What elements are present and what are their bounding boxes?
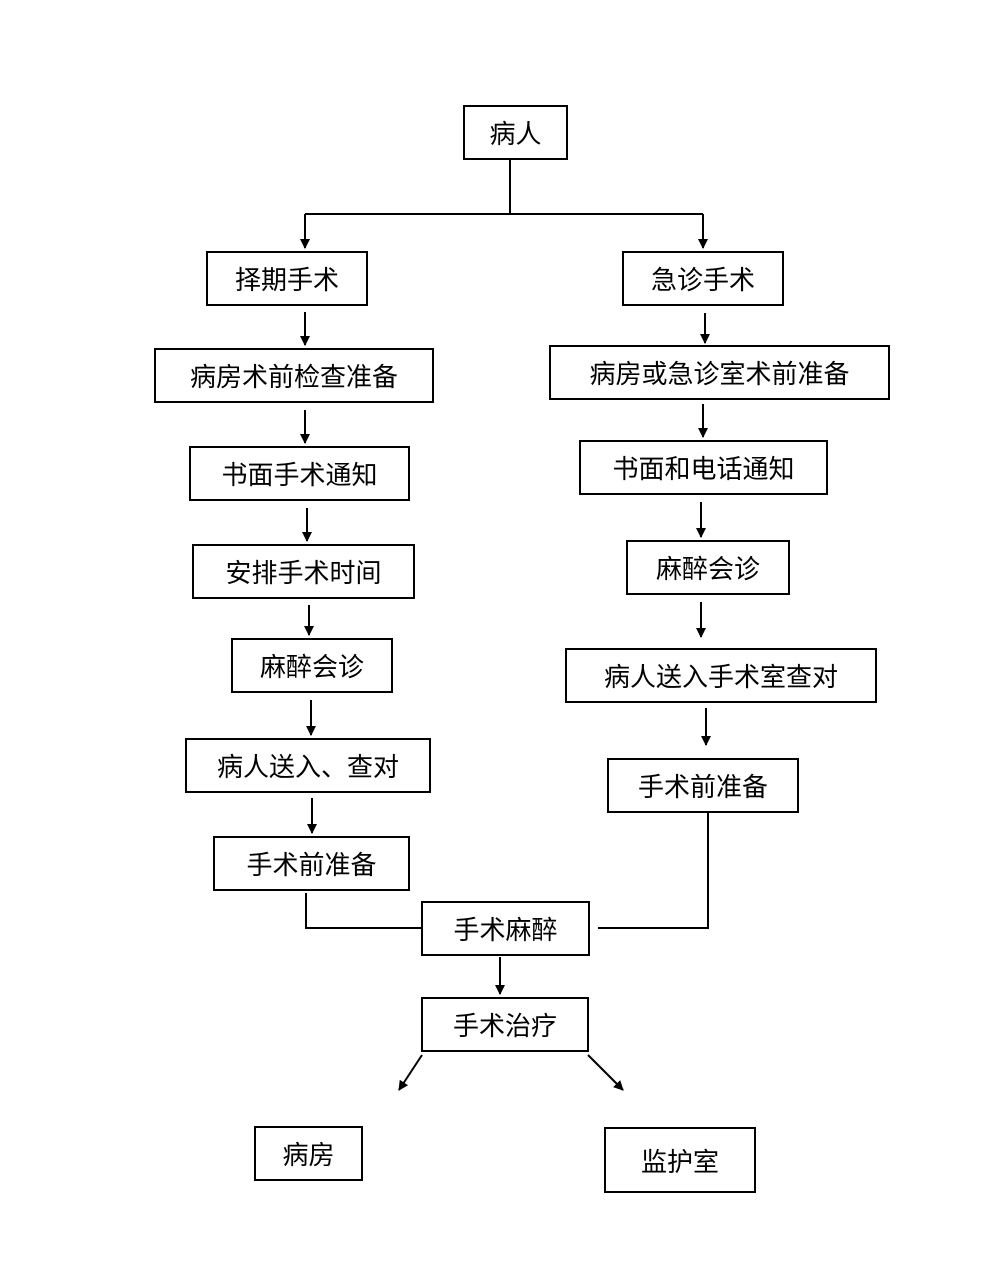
outcome-label: 病房 — [282, 1141, 335, 1171]
emergency-surgery-label: 急诊手术 — [650, 266, 755, 296]
elective-surgery-node: 择期手术 — [206, 251, 368, 306]
elective-step-preop-prep: 手术前准备 — [213, 836, 410, 891]
surgical-anesthesia-label: 手术麻醉 — [453, 916, 558, 946]
outcome-ward-node: 病房 — [254, 1126, 363, 1181]
surgical-treatment-label: 手术治疗 — [452, 1012, 557, 1042]
elective-step-written-notice: 书面手术通知 — [189, 446, 410, 501]
elective-step-label: 病房术前检查准备 — [189, 363, 398, 393]
patient-label: 病人 — [489, 120, 542, 150]
emergency-step-preop-prep: 手术前准备 — [607, 758, 799, 813]
elective-step-label: 手术前准备 — [246, 851, 377, 881]
elective-step-label: 病人送入、查对 — [216, 753, 399, 783]
emergency-step-ward-er-prep: 病房或急诊室术前准备 — [549, 345, 890, 400]
outcome-label: 监护室 — [640, 1147, 719, 1178]
elective-step-ward-preop-exam: 病房术前检查准备 — [154, 348, 434, 403]
elective-surgery-label: 择期手术 — [234, 266, 339, 296]
emergency-step-label: 手术前准备 — [637, 773, 768, 803]
emergency-step-patient-to-or: 病人送入手术室查对 — [565, 648, 877, 703]
elective-step-schedule-time: 安排手术时间 — [192, 544, 415, 599]
surgical-anesthesia-node: 手术麻醉 — [421, 901, 590, 956]
emergency-step-written-phone-notice: 书面和电话通知 — [579, 440, 828, 495]
surgical-treatment-node: 手术治疗 — [421, 997, 589, 1052]
patient-node: 病人 — [463, 105, 568, 160]
elective-step-label: 安排手术时间 — [225, 559, 382, 589]
outcome-icu-node: 监护室 — [604, 1127, 756, 1193]
emergency-step-anesthesia-consult: 麻醉会诊 — [626, 540, 790, 595]
elective-step-label: 书面手术通知 — [221, 461, 378, 491]
elective-step-label: 麻醉会诊 — [259, 653, 364, 683]
emergency-step-label: 麻醉会诊 — [655, 555, 760, 585]
emergency-step-label: 病人送入手术室查对 — [603, 663, 838, 693]
elective-step-patient-check-in: 病人送入、查对 — [185, 738, 431, 793]
emergency-step-label: 病房或急诊室术前准备 — [589, 360, 850, 390]
elective-step-anesthesia-consult: 麻醉会诊 — [231, 638, 393, 693]
emergency-step-label: 书面和电话通知 — [612, 455, 795, 485]
emergency-surgery-node: 急诊手术 — [622, 251, 784, 306]
